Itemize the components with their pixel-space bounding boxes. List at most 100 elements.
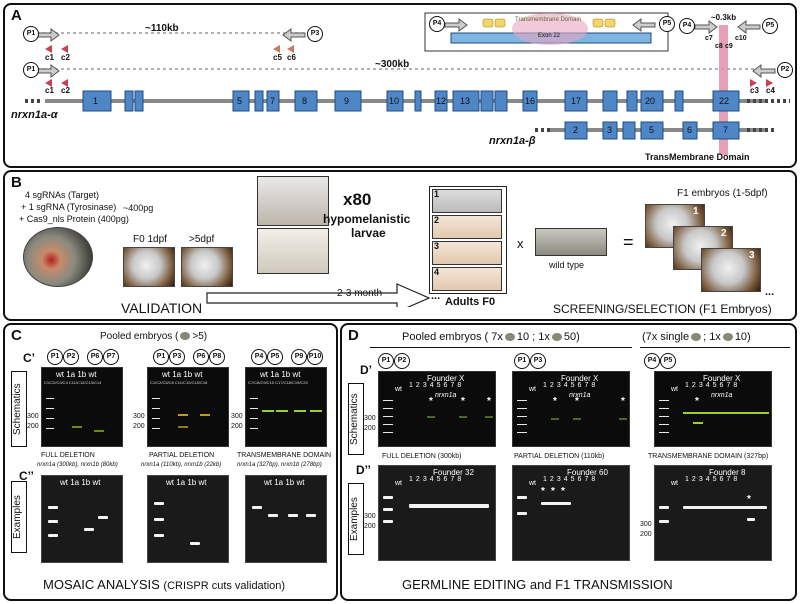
fish-num-3: 3 (434, 241, 440, 251)
exon-a-22: 22 (719, 96, 730, 106)
exon-a-20: 20 (645, 96, 656, 106)
d-gel2-star: * (553, 396, 557, 407)
d-gel2-title: PARTIAL DELETION (110kb) (514, 453, 605, 460)
gene-beta-label: nrxn1a-β (489, 135, 536, 147)
c-gel3-band (294, 410, 306, 412)
c-gel2-lanes: wt 1a 1b wt (162, 370, 203, 379)
exon-a-17: 17 (571, 96, 582, 106)
d-ex3-wt: wt (671, 480, 678, 487)
inset-exon: Exon 22 (538, 33, 561, 39)
d-gel3-p4: P4 (644, 353, 660, 369)
ladder-band (152, 398, 160, 399)
ladder-band (250, 398, 258, 399)
c-gel3-p10: P10 (307, 349, 323, 365)
ladder-band (517, 408, 527, 409)
exon-a-1: 1 (93, 96, 99, 106)
cut-c2: c2 (61, 53, 70, 62)
injected-embryo-image (23, 227, 93, 287)
d-ex2-star: * (541, 486, 545, 497)
exon-a-5: 5 (237, 96, 243, 106)
c-ex2-band (154, 518, 164, 521)
wild-type-label: wild type (549, 260, 585, 270)
dist-03kb: ~0.3kb (711, 13, 737, 22)
exon-b-2: 2 (573, 125, 579, 135)
c-ladder-200-1: 200 (27, 423, 39, 430)
d-schematic-gel-2: Founder X wt 12345678 nrxn1a * * * (512, 371, 630, 447)
c-ex3-band (268, 514, 278, 517)
larvae-label: larvae (351, 226, 386, 240)
primer-p5-inset: P5 (659, 16, 675, 32)
d-ex1-band (383, 508, 393, 511)
c-ex2-lanes: wt 1a 1b wt (166, 478, 207, 487)
cut-c9: c9 (725, 43, 733, 50)
d-gel1-title: FULL DELETION (300kb) (382, 453, 462, 460)
f1-num-1: 1 (693, 206, 699, 217)
d-ex2-band (517, 512, 527, 515)
c-gel3-band (262, 410, 274, 412)
cut-c10: c10 (735, 35, 747, 42)
d-gel2-band (619, 418, 627, 420)
ladder-band (46, 408, 54, 409)
primer-p2: P2 (777, 62, 793, 78)
c-gel3-p9: P9 (291, 349, 307, 365)
fish-num-1: 1 (434, 189, 440, 199)
exon-a-12: 12 (436, 96, 447, 106)
c-example-gel-1: wt 1a 1b wt (41, 475, 123, 563)
d-gel2-p1: P1 (514, 353, 530, 369)
adults-dots: ... (431, 290, 441, 302)
c-gel2-sub: nrxn1a (110kb), nrxn1b (22kb) (141, 462, 222, 468)
f1-embryo-3 (701, 248, 761, 292)
d-ladder-300-3: 300 (640, 521, 652, 528)
d-ex2-founder: Founder 60 (567, 468, 608, 477)
d-gel2-lanes: 12345678 (543, 382, 599, 389)
panel-b: B 4 sgRNAs (Target) + 1 sgRNA (Tyrosinas… (3, 170, 797, 321)
adult-fish-1 (432, 189, 502, 213)
c-ex3-band (288, 514, 298, 517)
f1-num-3: 3 (749, 250, 755, 261)
c-gel2-p1: P1 (153, 349, 169, 365)
d-gel2-wt: wt (529, 386, 536, 393)
c-ex2-band (190, 542, 200, 545)
primer-p4-inset: P4 (429, 16, 445, 32)
c-ex1-lanes: wt 1a 1b wt (60, 478, 101, 487)
ladder-band (152, 428, 160, 429)
ladder-band (250, 428, 258, 429)
c-ex1-band (48, 506, 58, 509)
injection-dose: ~400pg (123, 203, 154, 213)
months-label: 2-3 month (337, 288, 383, 299)
panel-a: A (3, 3, 797, 168)
c-ex3-band (306, 514, 316, 517)
d-gel3-star: * (695, 396, 699, 407)
d-ex2-band (517, 496, 527, 499)
c-ex1-band (48, 520, 58, 523)
c-ex2-band (154, 534, 164, 537)
injection-line-1: 4 sgRNAs (Target) (25, 190, 100, 200)
cut-c6: c6 (287, 53, 296, 62)
c-schematic-gel-2: wt 1a 1b wt C1/C2/C5/C6 C11/C12/C15/C16 (147, 367, 229, 447)
c-prime: C’ (23, 351, 35, 365)
c-gel3-p5: P5 (267, 349, 283, 365)
panel-a-label: A (11, 7, 22, 24)
d-prime: D’ (360, 363, 372, 377)
c-gel2-p3: P3 (169, 349, 185, 365)
c-gel2-p6: P6 (193, 349, 209, 365)
c-gel3-band (276, 410, 288, 412)
ladder-band (152, 418, 160, 419)
cut-c7: c7 (705, 35, 713, 42)
d-ex3-band (747, 518, 755, 521)
adult-fish-4 (432, 267, 502, 291)
c-gel2-cuts: C1/C2/C5/C6 C11/C12/C15/C16 (150, 380, 208, 385)
exon-a-9: 9 (344, 96, 350, 106)
equals-sign: = (623, 232, 634, 252)
dist-300kb: ~300kb (375, 59, 410, 70)
c-gel3-title: TRANSMEMBRANE DOMAIN (237, 452, 332, 459)
ladder-band (659, 416, 669, 417)
cut-c3: c3 (750, 86, 759, 95)
c-gel1-cuts: C1/C2/C3/C4 C11/C12/C13/C14 (44, 380, 102, 385)
d-ex1-band (383, 496, 393, 499)
d-gel3-band (683, 412, 769, 414)
embryo-icon (722, 333, 733, 342)
c-example-gel-2: wt 1a 1b wt (147, 475, 229, 563)
primer-p3-a: P3 (307, 26, 323, 42)
c-gel2-band (178, 414, 188, 416)
